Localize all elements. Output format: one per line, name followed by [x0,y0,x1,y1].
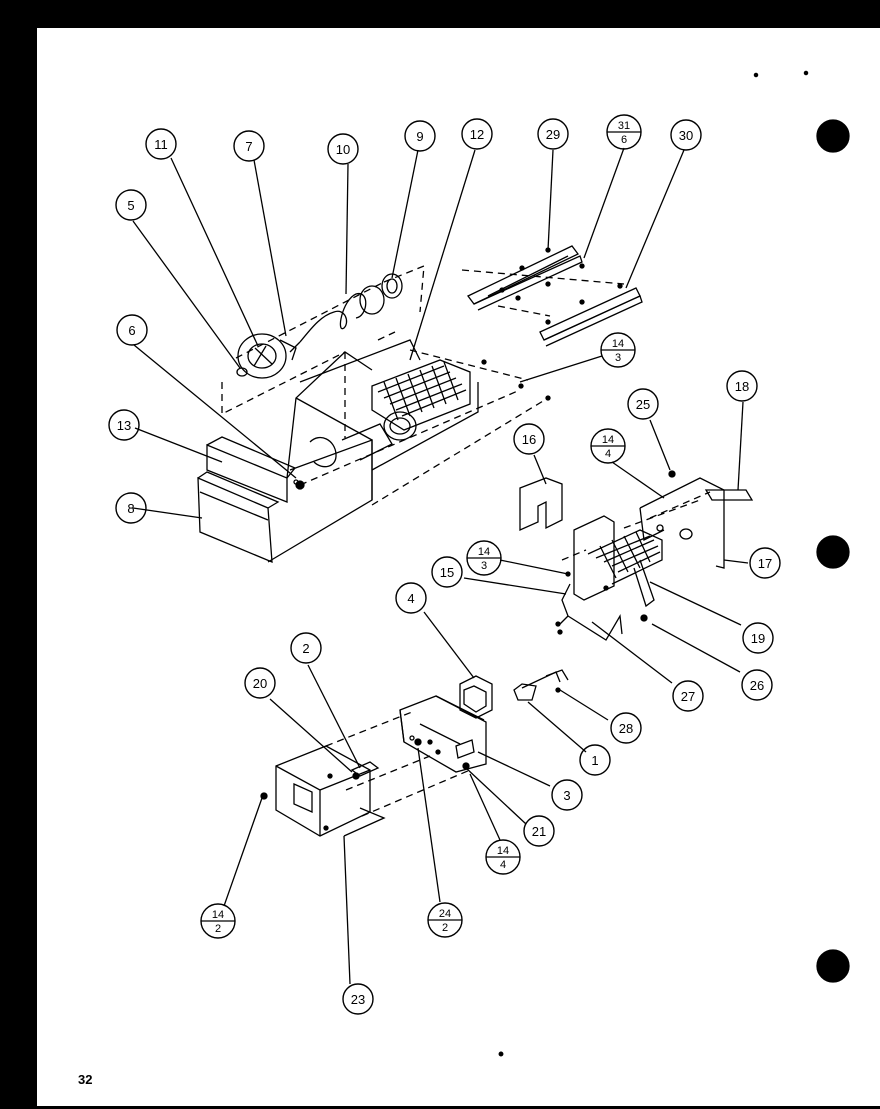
callout-11: 11 [154,137,168,152]
diagram-sheet [37,28,880,1106]
slide-rails [467,245,643,347]
callout-16: 16 [522,432,536,447]
callout-14-4-top: 14 [602,434,614,446]
callout-26: 26 [750,678,764,693]
callout-14-4b-top: 14 [497,845,509,857]
callout-15: 15 [440,565,454,580]
callout-4: 4 [407,591,414,606]
callout-27: 27 [681,689,695,704]
callout-24-2-bottom: 2 [442,922,448,934]
callout-5: 5 [127,198,134,213]
callout-14-3b-top: 14 [478,546,490,558]
callout-13: 13 [117,418,131,433]
callout-8: 8 [127,501,134,516]
callout-31-bottom: 6 [621,134,627,146]
callout-25: 25 [636,397,650,412]
callout-30: 30 [679,128,693,143]
callout-14-3b-bottom: 3 [481,560,487,572]
binder-hole [816,535,850,569]
callout-12: 12 [470,127,484,142]
callout-3: 3 [563,788,570,803]
binder-hole [816,949,850,983]
binder-hole [816,119,850,153]
callout-19: 19 [751,631,765,646]
callout-21: 21 [532,824,546,839]
callout-14-4-bottom: 4 [605,448,611,460]
ice-bucket-assembly [197,265,625,564]
fraction-bars [201,131,641,922]
callout-17: 17 [758,556,772,571]
callout-9: 9 [416,129,423,144]
callout-31-top: 31 [618,120,630,132]
ice-maker-assembly [513,470,754,701]
callout-14-2-bottom: 2 [215,923,221,935]
callout-labels: 11 7 10 9 12 29 31 6 30 5 6 13 8 14 3 16… [117,120,772,1007]
callout-14-4b-bottom: 4 [500,859,506,871]
callout-20: 20 [253,676,267,691]
callout-23: 23 [351,992,365,1007]
callout-10: 10 [336,142,350,157]
callout-28: 28 [619,721,633,736]
callout-14-2-top: 14 [212,909,224,921]
callout-6: 6 [128,323,135,338]
callout-1: 1 [591,753,598,768]
callout-2: 2 [302,641,309,656]
callout-7: 7 [245,139,252,154]
leader-lines [132,147,749,985]
control-box-assembly [260,675,493,837]
callout-14-3-top: 14 [612,338,624,350]
callout-18: 18 [735,379,749,394]
callout-29: 29 [546,127,560,142]
callout-14-3-bottom: 3 [615,352,621,364]
page-number: 32 [78,1072,93,1087]
callout-24-2-top: 24 [439,908,451,920]
